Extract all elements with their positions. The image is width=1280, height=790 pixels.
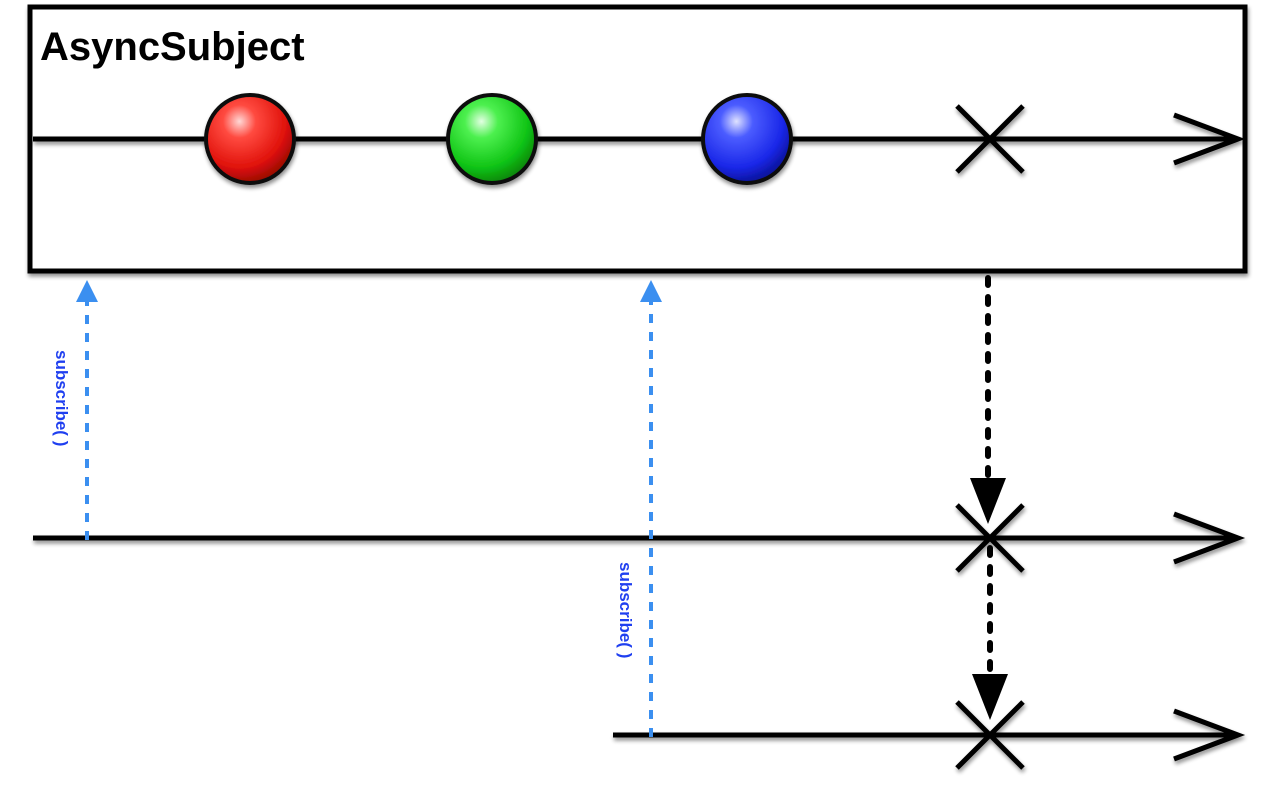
error-propagation-1-arrowhead (970, 478, 1006, 524)
subscribe-arrow-2 (640, 280, 662, 737)
subscribe-arrow-1 (76, 280, 98, 540)
subscribe-label-1: subscribe( ) (52, 350, 71, 446)
diagram-title: AsyncSubject (40, 25, 305, 69)
observer-1-error-x-mark-icon (955, 503, 1025, 573)
marble-blue (701, 93, 793, 185)
observer-timeline-2-arrowhead (1173, 708, 1246, 762)
error-propagation-2 (972, 545, 1008, 720)
subscribe-arrow-1-head (76, 280, 98, 302)
subscribe-arrow-2-head (640, 280, 662, 302)
marble-green (446, 93, 538, 185)
subject-timeline-arrowhead (1173, 112, 1246, 166)
observer-timeline-1-arrowhead (1173, 511, 1246, 565)
observer-timeline-2 (613, 700, 1246, 770)
subject-error-x-mark-icon (955, 104, 1025, 174)
marble-red (204, 93, 296, 185)
subscribe-label-2: subscribe( ) (616, 562, 635, 658)
observer-2-error-x-mark-icon (955, 700, 1025, 770)
error-propagation-1 (970, 275, 1006, 524)
error-propagation-2-arrowhead (972, 674, 1008, 720)
observer-timeline-1 (33, 503, 1246, 573)
